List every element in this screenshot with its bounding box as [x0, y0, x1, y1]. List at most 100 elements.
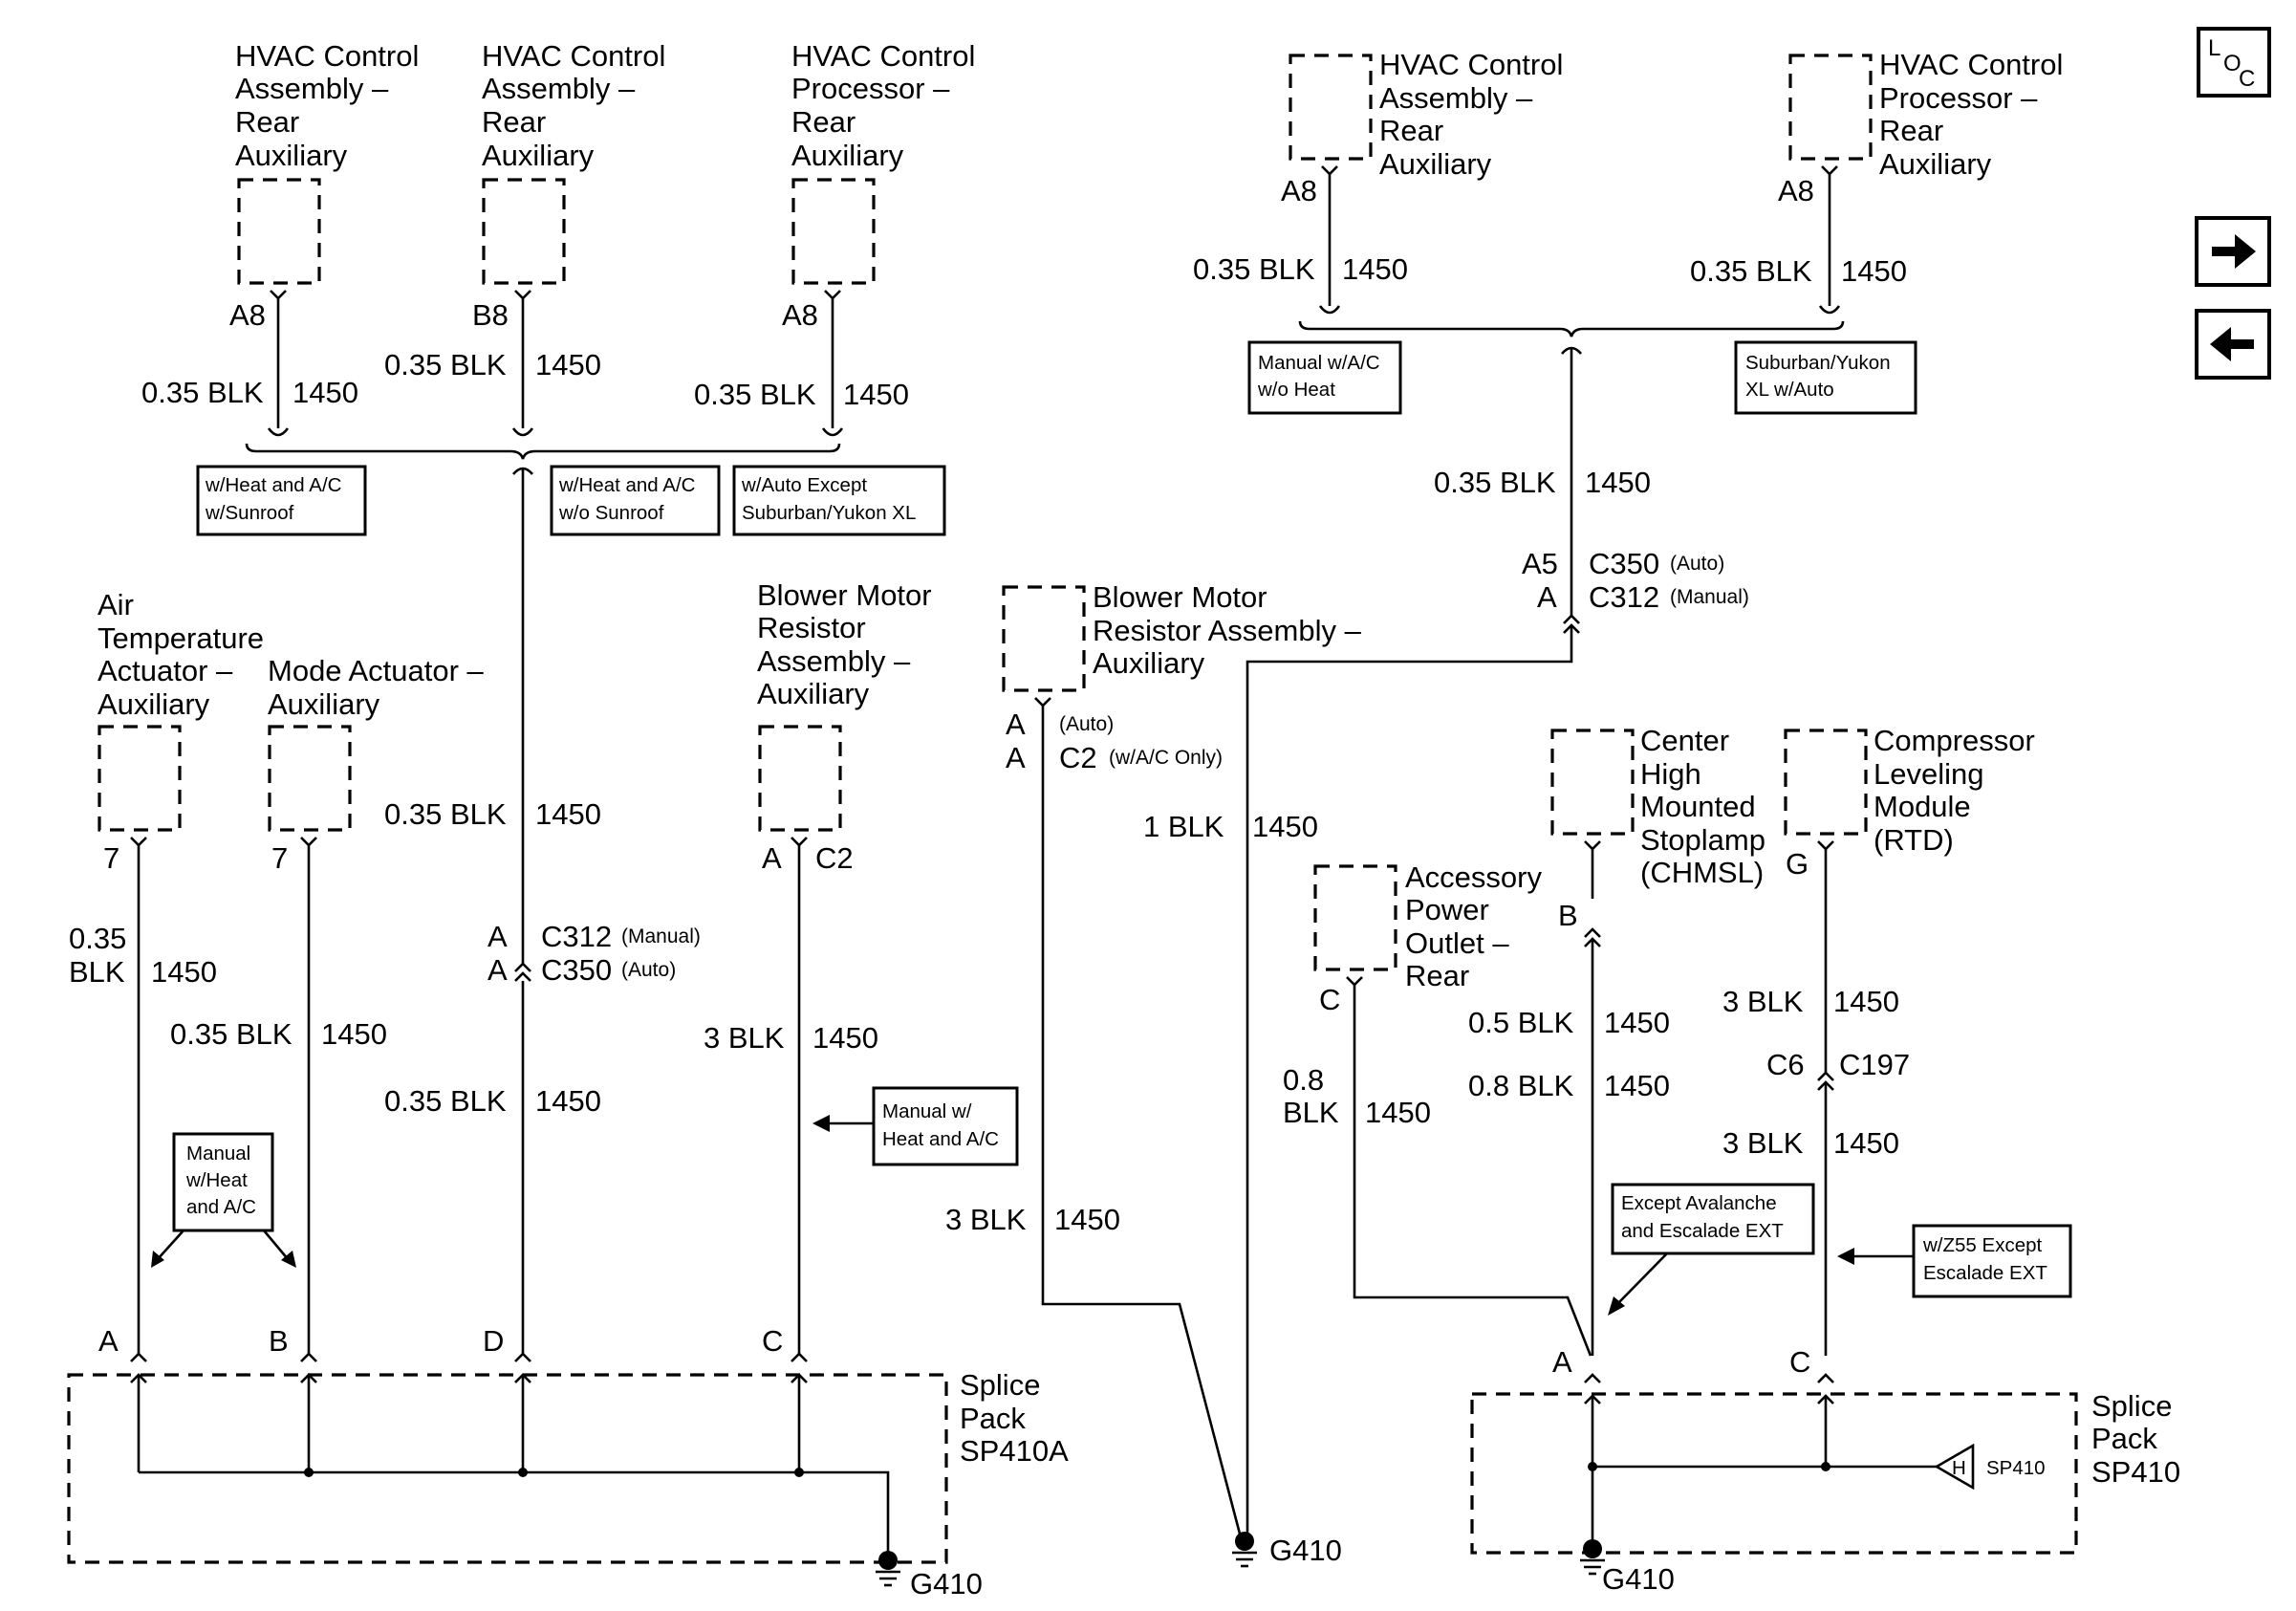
circuit-label: 1450 [1585, 466, 1651, 499]
connector-label: C2 [815, 841, 854, 875]
pin-label: A [1537, 580, 1557, 614]
option-label: Suburban/Yukon XL w/Auto [1745, 352, 1895, 401]
pin-label: A8 [1778, 174, 1814, 207]
pin-label: A [1006, 741, 1026, 774]
left-section: HVAC Control Assembly – Rear Auxiliary H… [67, 39, 1069, 1600]
middle-section: Blower Motor Resistor Assembly – Auxilia… [945, 580, 1573, 1568]
circuit-label: 1450 [292, 376, 358, 409]
option-label: Manual w/Heat and A/C [185, 1143, 256, 1218]
option-box [872, 1086, 1019, 1166]
hvac-processor-component [791, 178, 876, 285]
splice-tag-name: SP410 [1986, 1457, 2046, 1479]
ground-icon [876, 1551, 900, 1587]
arrow-right-icon [2212, 234, 2256, 269]
circuit-label: 1450 [1841, 254, 1907, 288]
wire-label: 0.35 BLK [1434, 466, 1556, 499]
connector-note: (Manual) [1670, 586, 1749, 608]
connector-label: C312 [1589, 580, 1659, 614]
terminal-icon [1321, 165, 1338, 176]
wire-label: 0.35 BLK [384, 797, 507, 831]
loc-letter-c: C [2239, 66, 2255, 92]
wire-label: 0.35 BLK [1193, 252, 1315, 286]
hvac-control-assembly-label: HVAC Control Assembly – Rear Auxiliary [235, 39, 427, 172]
wire-label: 0.8 BLK [1283, 1063, 1339, 1129]
option-label: Manual w/A/C w/o Heat [1257, 352, 1385, 401]
pin-label: 7 [103, 841, 119, 875]
hvac-processor-component [1788, 54, 1873, 161]
wire-label: 0.8 BLK [1468, 1069, 1574, 1102]
circuit-label: 1450 [1342, 252, 1408, 286]
terminal-icon [791, 837, 808, 847]
wire-label: 0.35 BLK [69, 922, 135, 989]
circuit-label: 1450 [535, 1084, 601, 1118]
wire-label: 0.35 BLK [170, 1017, 292, 1051]
circuit-label: 1450 [1365, 1096, 1431, 1129]
connector-icon [1817, 1071, 1834, 1081]
circuit-label: 1450 [1252, 810, 1318, 843]
connector-note: (Auto) [621, 959, 676, 981]
circuit-label: 1450 [843, 378, 909, 411]
blower-motor-resistor-component [758, 725, 842, 832]
option-box [550, 465, 721, 536]
option-box [1247, 340, 1402, 415]
circuit-label: 1450 [1604, 1069, 1670, 1102]
loc-letter-o: O [2223, 51, 2242, 76]
connector-label: C312 [541, 920, 612, 953]
splice-tag: H SP410 [1934, 1443, 2046, 1491]
splice-pack-sp410a [67, 1373, 948, 1564]
option-label: w/Auto Except Suburban/Yukon XL [741, 474, 916, 524]
compressor-leveling-module-label: Compressor Leveling Module (RTD) [1874, 724, 2043, 857]
connector-label: C197 [1839, 1048, 1910, 1081]
accessory-power-outlet-component [1313, 864, 1397, 971]
hvac-assembly-component [1289, 54, 1373, 161]
option-label: Except Avalanche and Escalade EXT [1621, 1192, 1784, 1242]
hvac-control-processor-label: HVAC Control Processor – Rear Auxiliary [1879, 48, 2071, 181]
option-box [1734, 340, 1917, 415]
terminal-icon [514, 290, 531, 300]
terminal-icon [1817, 840, 1834, 851]
pin-label: A [1006, 708, 1026, 741]
connector-label: C2 [1059, 741, 1097, 774]
wire-label: 3 BLK [945, 1203, 1027, 1236]
connector-label: C350 [1589, 547, 1659, 580]
wire-label: 0.5 BLK [1468, 1006, 1574, 1039]
circuit-label: 1450 [1604, 1006, 1670, 1039]
air-temperature-actuator-component [97, 725, 182, 832]
wire-label: 3 BLK [1722, 985, 1804, 1018]
pin-label: A [1552, 1345, 1572, 1379]
prev-page-button[interactable] [2195, 309, 2271, 380]
connector-note: (Auto) [1670, 553, 1724, 575]
pin-label: C [762, 1324, 783, 1358]
connector-icon [514, 962, 531, 972]
right-section: HVAC Control Assembly – Rear Auxiliary H… [1193, 48, 2180, 1596]
terminal-icon [300, 837, 317, 847]
splice-tag-letter: H [1952, 1457, 1966, 1479]
blower-motor-resistor-label: Blower Motor Resistor Assembly – Auxilia… [757, 578, 940, 710]
splice-pack-label: Splice Pack SP410A [960, 1368, 1069, 1468]
terminal-icon [1034, 697, 1051, 708]
connector-icon [514, 971, 531, 982]
next-page-button[interactable] [2195, 216, 2271, 287]
pin-label: B [1558, 899, 1578, 932]
blower-motor-resistor-aux-component [1002, 585, 1086, 692]
ground-label: G410 [1269, 1534, 1342, 1567]
hvac-control-processor-label: HVAC Control Processor – Rear Auxiliary [791, 39, 984, 172]
circuit-label: 1450 [1833, 985, 1899, 1018]
pin-label: G [1786, 847, 1809, 881]
option-box [1611, 1183, 1815, 1255]
chmsl-component [1550, 729, 1635, 836]
option-box [196, 465, 367, 536]
loc-button[interactable]: L O C [2197, 27, 2271, 98]
splice-pack-label: Splice Pack SP410 [2091, 1389, 2180, 1489]
option-label: w/Heat and A/C w/o Sunroof [558, 474, 701, 524]
circuit-label: 1450 [321, 1017, 387, 1051]
pin-note: (Auto) [1059, 713, 1114, 735]
pin-label: A8 [229, 298, 266, 332]
terminal-icon [130, 837, 147, 847]
circuit-label: 1450 [151, 955, 217, 989]
pin-label: C [1789, 1345, 1810, 1379]
arrow-left-icon [2210, 327, 2254, 361]
terminal-icon [1346, 976, 1363, 987]
pin-label: B8 [472, 298, 509, 332]
